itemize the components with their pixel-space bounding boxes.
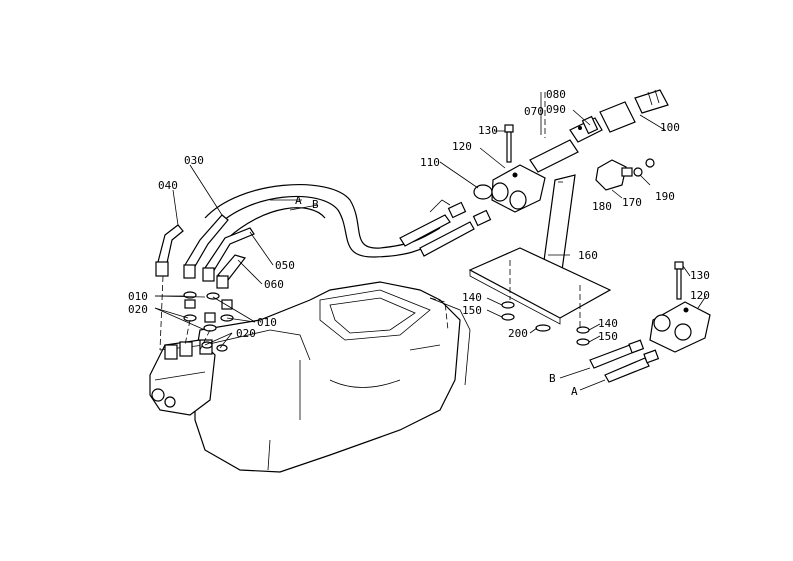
label-140-right: 140 <box>598 317 618 330</box>
mounting-plate <box>468 247 612 330</box>
label-150-right: 150 <box>598 330 618 343</box>
label-180: 180 <box>592 200 612 213</box>
connector-assembly <box>529 89 669 173</box>
control-valve <box>149 339 216 416</box>
hose-loop <box>204 184 446 258</box>
label-130-top: 130 <box>478 124 498 137</box>
pipe-050 <box>202 227 255 282</box>
label-030: 030 <box>184 154 204 167</box>
label-130-right: 130 <box>690 269 710 282</box>
pipe-030 <box>183 214 229 279</box>
label-140-left: 140 <box>462 291 482 304</box>
part-labels: 030 040 050 060 010 020 010 020 110 120 … <box>128 88 710 398</box>
bolt-130-top <box>504 124 514 163</box>
label-ref-b-bottom: B <box>549 372 556 385</box>
nut-190 <box>645 158 655 168</box>
washers-middle <box>501 301 551 332</box>
label-040: 040 <box>158 179 178 192</box>
label-190: 190 <box>655 190 675 203</box>
pipe-060 <box>216 254 247 289</box>
holder-120-top <box>491 164 546 213</box>
label-090: 090 <box>546 103 566 116</box>
switch-180 <box>595 159 643 191</box>
hose-ends-bottom <box>589 339 660 383</box>
label-100: 100 <box>660 121 680 134</box>
label-ref-a-top: A <box>295 194 302 207</box>
label-020-mid: 020 <box>236 327 256 340</box>
leader-lines <box>154 92 707 391</box>
bolt-130-right <box>674 261 684 300</box>
label-080: 080 <box>546 88 566 101</box>
label-170: 170 <box>622 196 642 209</box>
label-050: 050 <box>275 259 295 272</box>
label-070: 070 <box>524 105 544 118</box>
label-010-mid: 010 <box>257 316 277 329</box>
fittings-left <box>159 275 234 352</box>
pipe-040 <box>155 224 184 277</box>
label-ref-a-bottom: A <box>571 385 578 398</box>
engine-body <box>194 281 471 473</box>
label-020-left: 020 <box>128 303 148 316</box>
label-120-right: 120 <box>690 289 710 302</box>
label-120-top: 120 <box>452 140 472 153</box>
washers-right <box>576 326 590 346</box>
label-110: 110 <box>420 156 440 169</box>
label-160: 160 <box>578 249 598 262</box>
label-150-left: 150 <box>462 304 482 317</box>
label-060: 060 <box>264 278 284 291</box>
label-010-left: 010 <box>128 290 148 303</box>
label-ref-b-top: B <box>312 198 319 211</box>
holder-120-right <box>649 301 711 353</box>
hose-ends <box>399 199 492 257</box>
label-200: 200 <box>508 327 528 340</box>
